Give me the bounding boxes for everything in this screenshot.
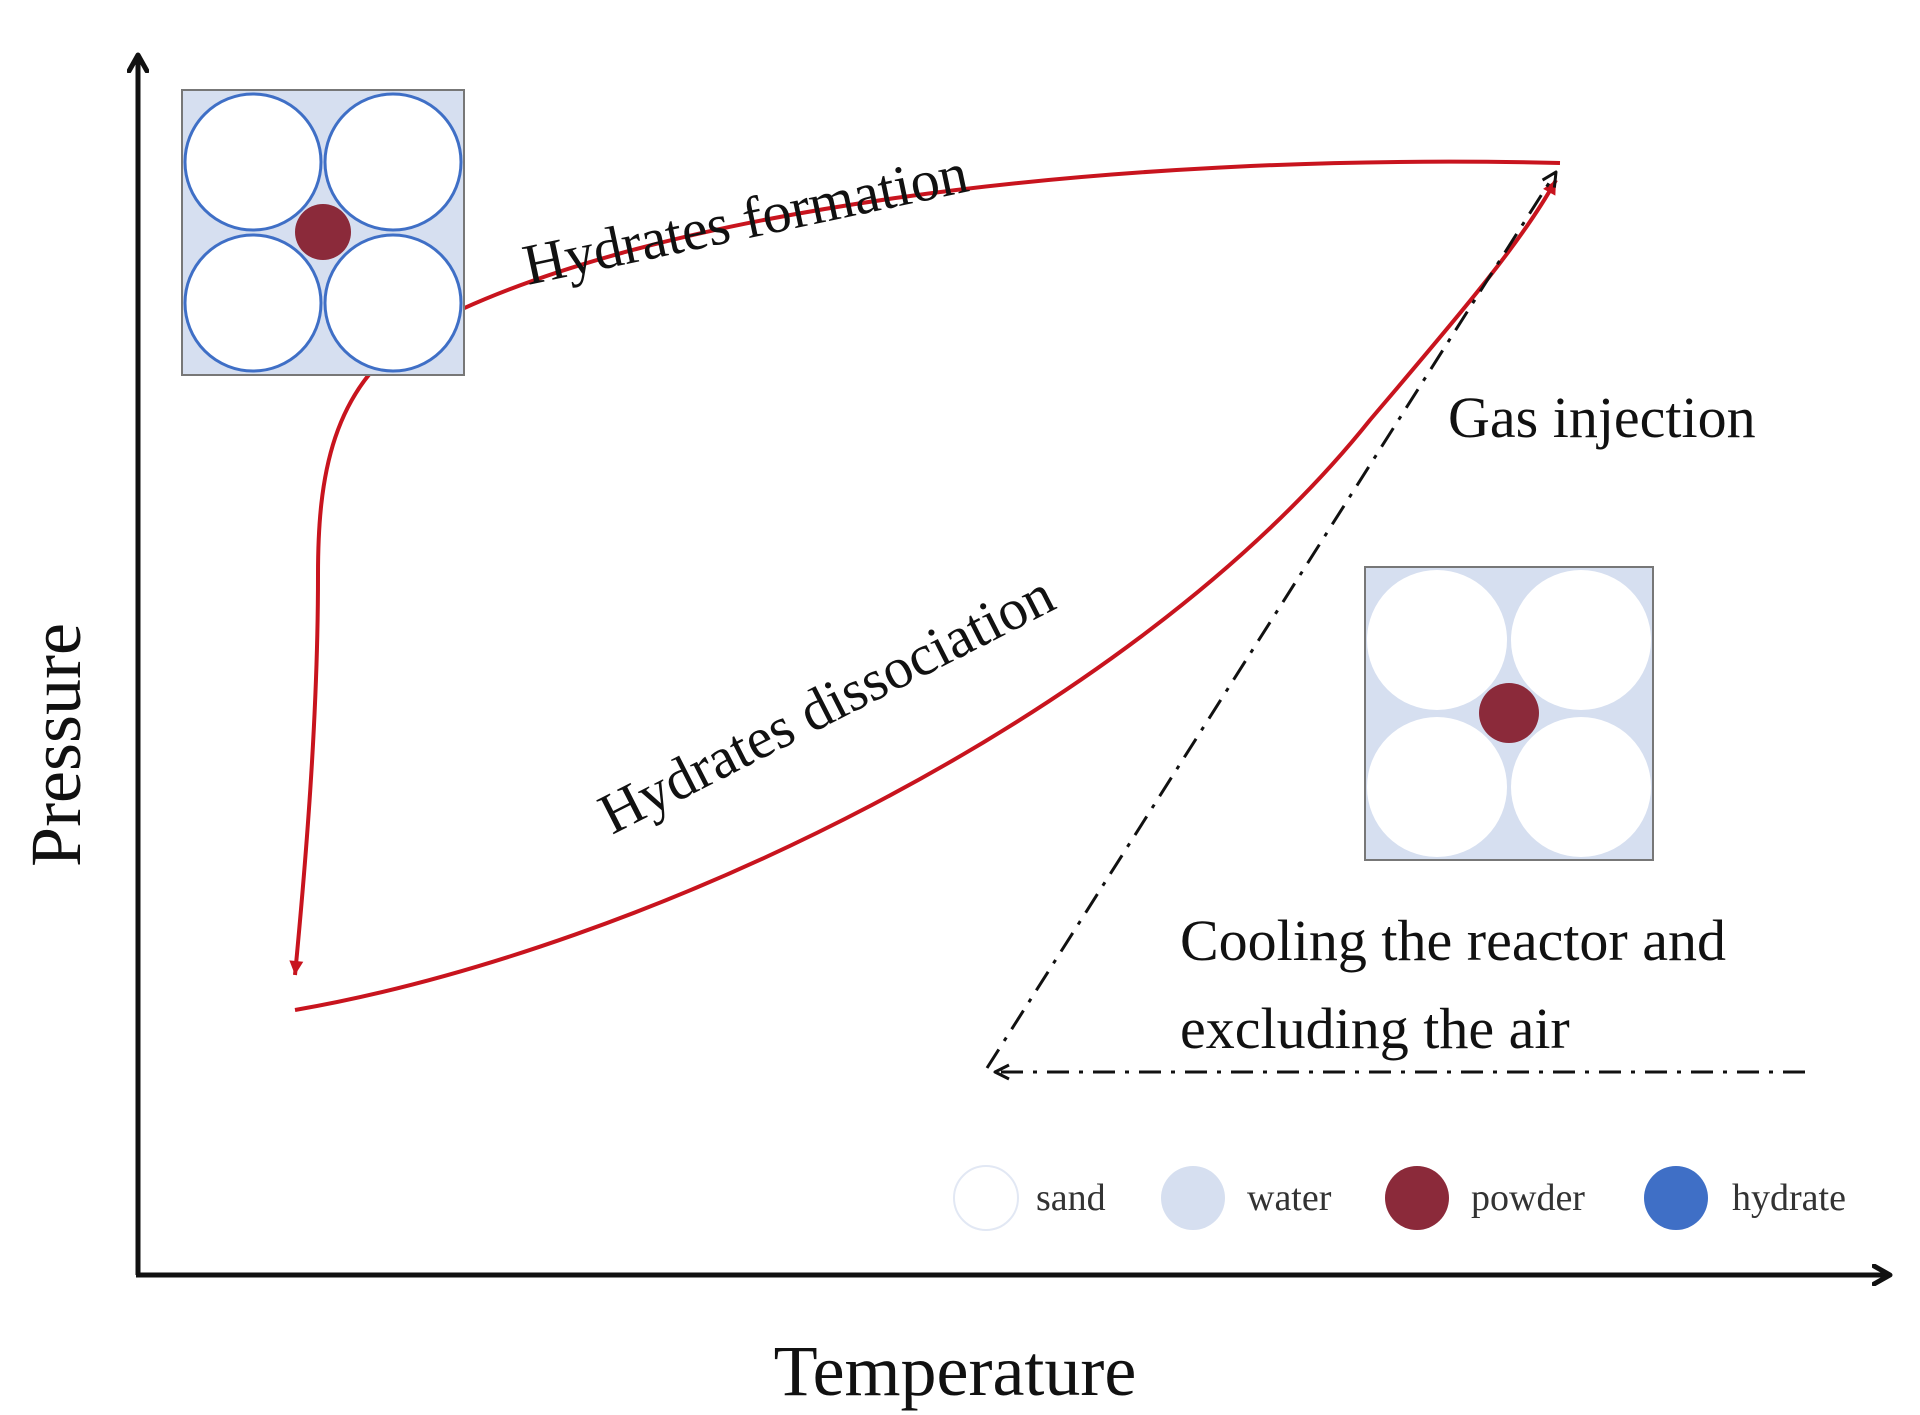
sand-grain <box>1511 570 1651 710</box>
legend-swatch-sand <box>953 1165 1019 1231</box>
sand-grain-hydrate <box>183 233 323 373</box>
legend-label-hydrate: hydrate <box>1732 1177 1846 1219</box>
sand-grain <box>1367 717 1507 857</box>
sand-grain-hydrate <box>323 233 463 373</box>
legend: sand water powder hydrate <box>953 1165 1846 1231</box>
cooling-label-line1: Cooling the reactor and <box>1180 908 1726 973</box>
x-axis-label: Temperature <box>774 1331 1137 1411</box>
dissociation-label: Hydrates dissociation <box>588 561 1064 846</box>
legend-swatch-hydrate <box>1644 1166 1708 1230</box>
pore-cell-hydrate <box>181 89 465 376</box>
sand-grain <box>1367 570 1507 710</box>
gas-injection-path <box>985 170 1558 1069</box>
legend-label-sand: sand <box>1036 1177 1106 1219</box>
sand-grain-hydrate <box>323 92 463 232</box>
powder-particle <box>295 204 351 260</box>
legend-label-water: water <box>1247 1177 1332 1219</box>
powder-particle <box>1479 683 1539 743</box>
gas-injection-label: Gas injection <box>1448 385 1756 450</box>
pore-cell-water <box>1364 566 1654 861</box>
sand-grain-hydrate <box>183 92 323 232</box>
formation-label: Hydrates formation <box>517 140 973 298</box>
sand-grain <box>1511 717 1651 857</box>
legend-swatch-powder <box>1385 1166 1449 1230</box>
y-axis-label: Pressure <box>16 623 96 867</box>
legend-swatch-water <box>1161 1166 1225 1230</box>
legend-label-powder: powder <box>1471 1177 1585 1219</box>
cooling-label-line2: excluding the air <box>1180 996 1570 1061</box>
